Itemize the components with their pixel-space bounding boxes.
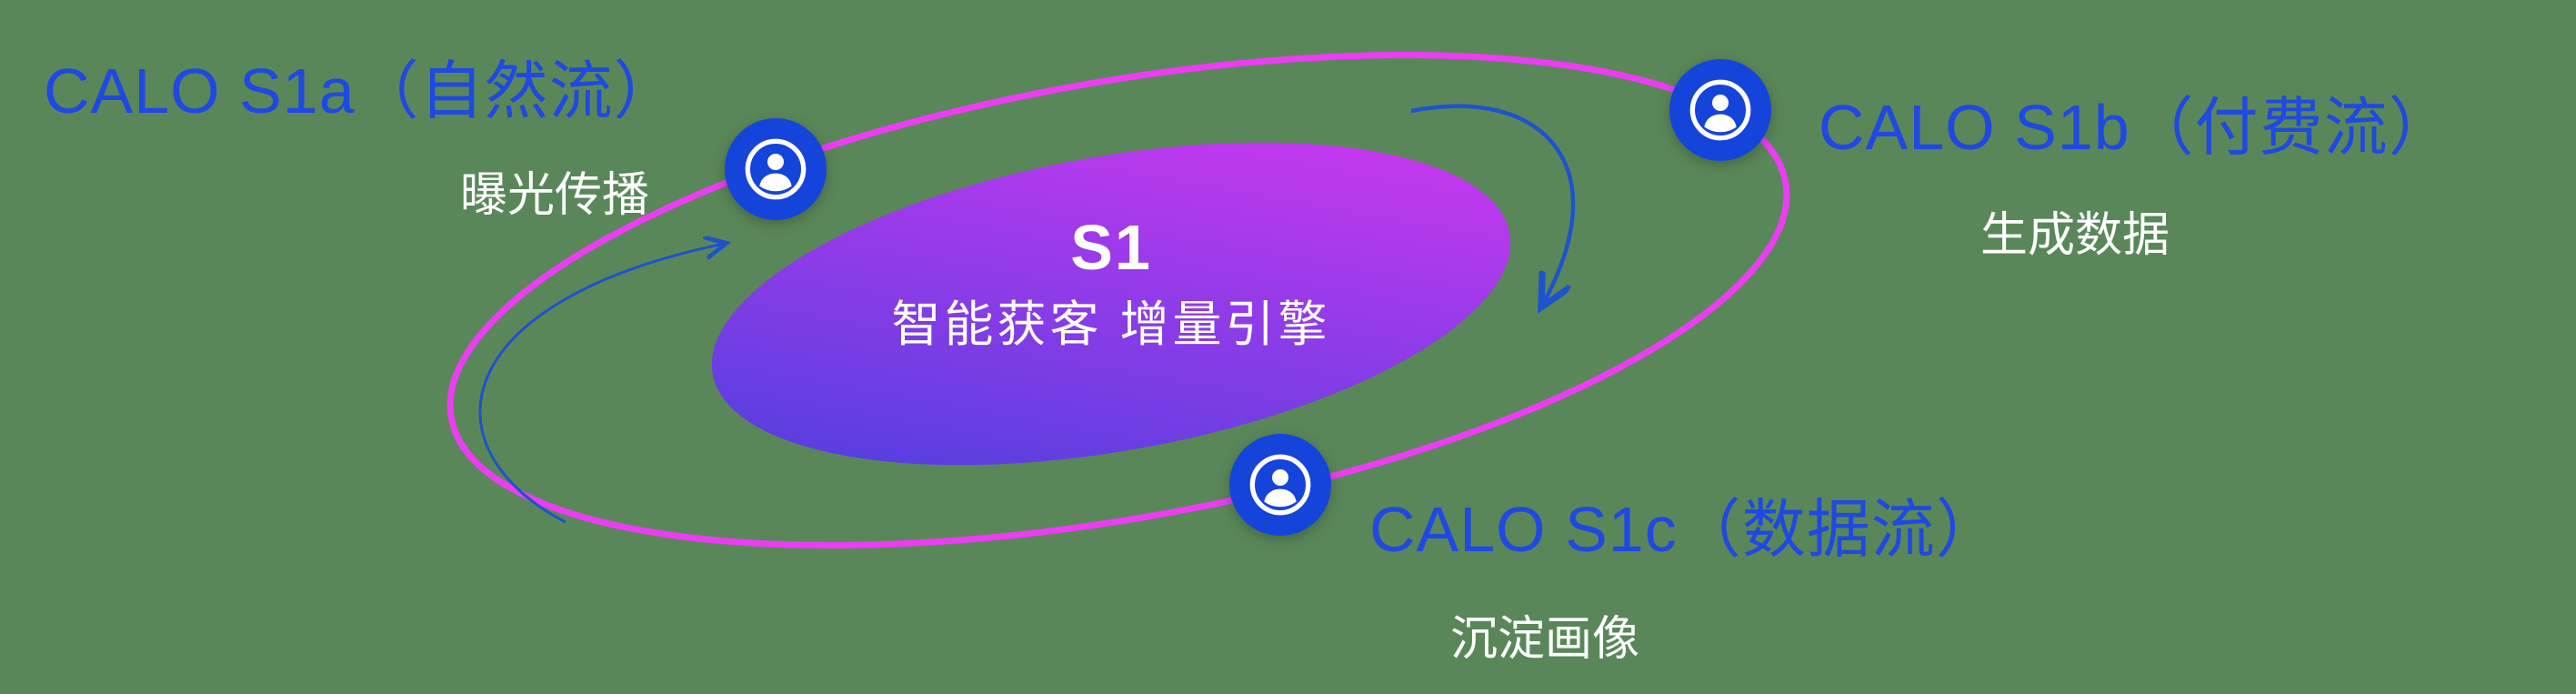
node-s1a-marker: [725, 118, 827, 220]
core-subtitle: 智能获客 增量引擎: [891, 297, 1331, 352]
node-s1b-marker: [1669, 59, 1771, 161]
node-s1a-title: CALO S1a（自然流）: [44, 55, 678, 126]
user-icon: [1684, 74, 1757, 146]
node-s1b-subtitle: 生成数据: [1980, 209, 2170, 262]
user-icon: [739, 133, 812, 206]
flow-arrow-top-right: [1410, 104, 1576, 304]
core-ellipse: [711, 142, 1511, 466]
node-s1a-subtitle: 曝光传播: [459, 169, 650, 222]
orbit-ring: [446, 52, 1790, 548]
core-title: S1: [1070, 212, 1152, 283]
node-s1c-title: CALO S1c（数据流）: [1369, 494, 2000, 565]
node-s1b-title: CALO S1b（付费流）: [1819, 92, 2453, 163]
user-icon: [1244, 448, 1317, 521]
node-s1c-subtitle: 沉淀画像: [1449, 613, 1640, 666]
node-s1c-marker: [1229, 434, 1331, 536]
flow-arrow-left: [478, 244, 724, 524]
